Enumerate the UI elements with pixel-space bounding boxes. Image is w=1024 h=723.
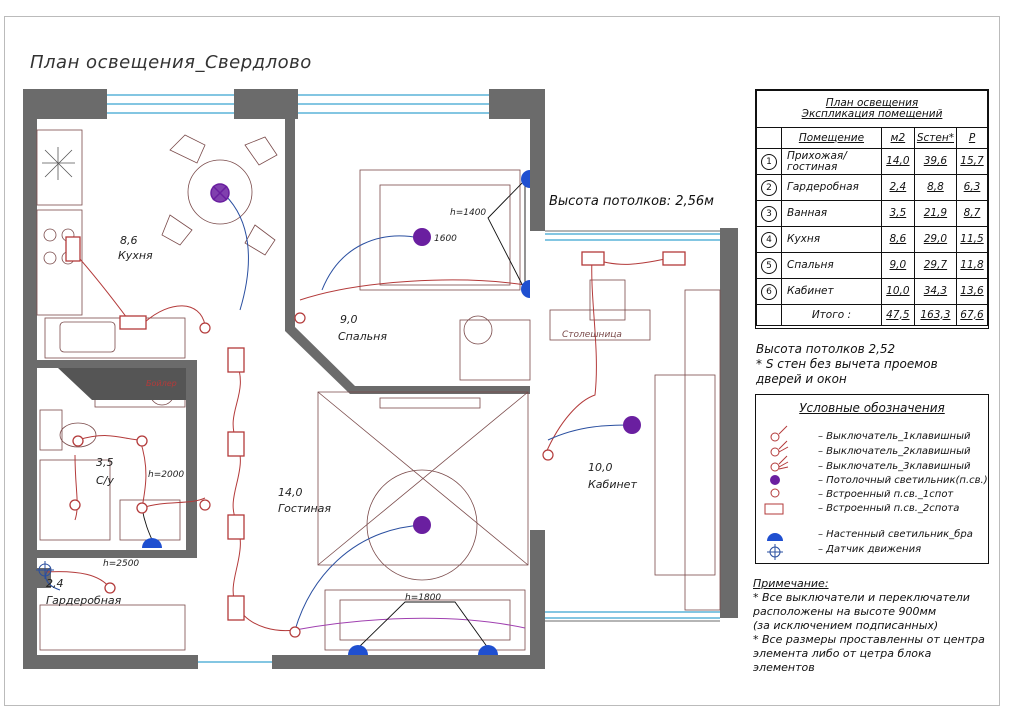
single-spots (69, 435, 148, 594)
legend-item-ceiling-light: – Потолочный светильник(п.св.) (818, 475, 988, 486)
ceiling-lights (210, 183, 641, 534)
notes-line-2: (за исключением подписанных) (753, 619, 939, 632)
legend: Условные обозначения – Выключатель_1клав… (755, 394, 989, 564)
legend-item-spot-1: – Встроенный п.св._1спот (818, 489, 954, 500)
col-m2: м2 (880, 127, 915, 149)
motion-sensor (36, 561, 54, 579)
room-area-bedroom: 9,0 (340, 313, 358, 326)
ceiling-note: Высота потолков 2,52 (756, 342, 896, 356)
wall-sconces (142, 170, 530, 655)
ceiling-height-label: Высота потолков: 2,56м (549, 194, 714, 209)
room-name-wardrobe: Гардеробная (46, 594, 122, 607)
notes-line-3: * Все размеры проставленны от центра эле… (753, 633, 985, 674)
notes-title: Примечание: (753, 577, 829, 590)
label-h2000: h=2000 (148, 470, 184, 480)
bedroom-diagonal-wall (285, 327, 530, 394)
label-boiler: Бойлер (146, 379, 177, 388)
legend-item-motion-sensor: – Датчик движения (818, 544, 922, 555)
legend-item-sconce: – Настенный светильник_бра (818, 529, 973, 540)
col-room: Помещение (781, 127, 882, 149)
switches (199, 312, 554, 638)
col-s: Sстен* (913, 127, 958, 149)
label-1600: 1600 (434, 234, 457, 244)
room-name-kitchen: Кухня (118, 249, 153, 262)
room-area-bathroom: 3,5 (96, 456, 114, 469)
legend-item-switch-2: – Выключатель_2клавишный (818, 446, 971, 457)
room-name-cabinet: Кабинет (588, 478, 637, 491)
room-area-cabinet: 10,0 (588, 461, 613, 474)
label-h1400: h=1400 (450, 208, 486, 218)
legend-item-spot-2: – Встроенный п.св._2спота (818, 503, 960, 514)
legend-item-switch-3: – Выключатель_3клавишный (818, 461, 971, 472)
page-border (4, 16, 1000, 706)
label-h2500: h=2500 (103, 559, 139, 569)
label-countertop: Столешница (562, 330, 622, 340)
page-title: План освещения_Свердлово (30, 52, 312, 73)
room-name-bedroom: Спальня (338, 330, 387, 343)
room-name-bathroom: С/у (96, 474, 114, 487)
windows (107, 94, 720, 663)
expl-title-1: План освещения (825, 97, 919, 109)
col-p: P (956, 127, 988, 149)
spot-lights (65, 236, 686, 621)
label-h1800: h=1800 (405, 593, 441, 603)
room-area-kitchen: 8,6 (120, 234, 138, 247)
walls-note: * S стен без вычета проемов дверей и око… (756, 357, 938, 386)
walls (23, 89, 738, 669)
room-area-wardrobe: 2,4 (46, 577, 64, 590)
notes: Примечание: * Все выключатели и переключ… (753, 577, 993, 675)
legend-title: Условные обозначения (799, 401, 945, 415)
expl-title-2: Экспликация помещений (801, 108, 943, 120)
notes-line-1: * Все выключатели и переключатели распол… (753, 591, 970, 618)
room-name-living: Гостиная (278, 502, 331, 515)
legend-symbols (764, 425, 789, 515)
legend-item-switch-1: – Выключатель_1клавишный (818, 431, 971, 442)
room-area-living: 14,0 (278, 486, 303, 499)
